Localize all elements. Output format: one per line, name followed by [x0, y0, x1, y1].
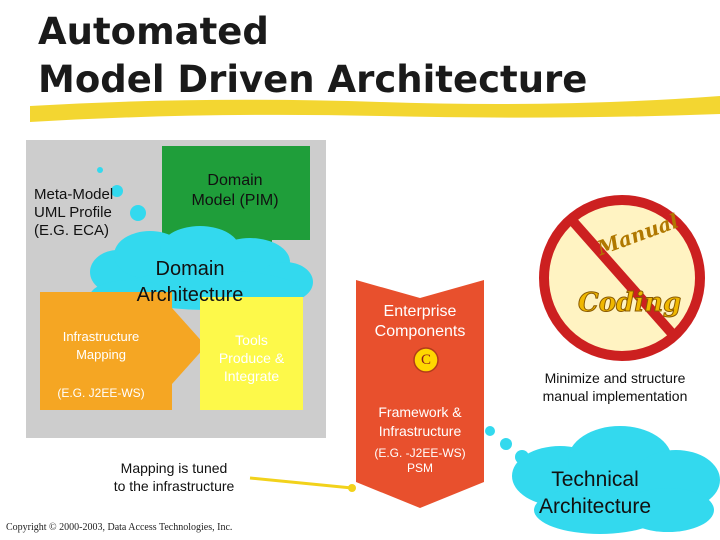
connector-dot [348, 484, 356, 492]
slide-title-line1: Automated [38, 10, 269, 53]
coding-text: Coding [578, 288, 682, 319]
domain-model-line1: Domain [207, 172, 263, 189]
meta-model-line3: (E.G. ECA) [34, 222, 110, 239]
domain-architecture-label: Domain Architecture [110, 256, 270, 308]
tools-line3: Integrate [223, 368, 280, 384]
component-badge: C [420, 352, 431, 368]
infrastructure-mapping-line1: Infrastructure [62, 329, 140, 344]
framework-example: (E.G. -J2EE-WS) PSM [356, 446, 484, 476]
technical-architecture-label: Technical Architecture [520, 466, 670, 520]
platform-chevron [356, 280, 484, 508]
domain-model-label: Domain Model (PIM) [170, 171, 300, 211]
domain-architecture-line2: Architecture [136, 284, 244, 306]
enterprise-components-label: Enterprise Components [356, 302, 484, 342]
tools-label: Tools Produce & Integrate [200, 331, 303, 385]
slide-title: Automated Model Driven Architecture [38, 8, 587, 104]
framework-example-line1: (E.G. -J2EE-WS) [374, 446, 466, 460]
domain-model-line2: Model (PIM) [191, 192, 279, 209]
minimize-line1: Minimize and structure [544, 370, 686, 386]
framework-line2: Infrastructure [378, 423, 462, 439]
framework-example-line2: PSM [406, 461, 433, 475]
mapping-note: Mapping is tuned to the infrastructure [84, 459, 264, 495]
framework-line1: Framework & [378, 404, 462, 420]
tools-line2: Produce & [218, 350, 285, 366]
domain-architecture-line1: Domain [155, 258, 225, 280]
meta-model-line2: UML Profile [34, 204, 112, 221]
mapping-note-line2: to the infrastructure [113, 478, 235, 494]
framework-label: Framework & Infrastructure [356, 403, 484, 441]
infrastructure-mapping-line2: Mapping [76, 347, 126, 362]
infrastructure-mapping-label: Infrastructure Mapping [46, 328, 156, 364]
tools-box [200, 297, 303, 410]
technical-architecture-cloud [512, 426, 720, 534]
minimize-note: Minimize and structure manual implementa… [510, 369, 720, 405]
domain-model-box [162, 146, 310, 240]
infrastructure-mapping-arrow [40, 292, 206, 410]
enterprise-components-line2: Components [374, 323, 466, 340]
tools-line1: Tools [235, 332, 268, 348]
copyright: Copyright © 2000-2003, Data Access Techn… [6, 522, 233, 533]
connector-line [249, 476, 353, 490]
component-badge-circle [413, 347, 439, 373]
infrastructure-mapping-example: (E.G. J2EE-WS) [57, 386, 145, 400]
technical-architecture-dots [485, 426, 529, 464]
no-manual-coding-sign [539, 195, 705, 361]
technical-architecture-line1: Technical [551, 468, 639, 491]
slide-title-line2: Model Driven Architecture [38, 58, 588, 101]
mapping-note-line1: Mapping is tuned [120, 460, 228, 476]
enterprise-components-line1: Enterprise [383, 303, 457, 320]
meta-model-label: Meta-Model UML Profile (E.G. ECA) [34, 186, 113, 240]
meta-model-line1: Meta-Model [34, 186, 114, 203]
meta-model-dots [97, 167, 146, 221]
title-highlight-underline [30, 96, 720, 122]
minimize-line2: manual implementation [542, 388, 688, 404]
technical-architecture-line2: Architecture [538, 495, 652, 518]
